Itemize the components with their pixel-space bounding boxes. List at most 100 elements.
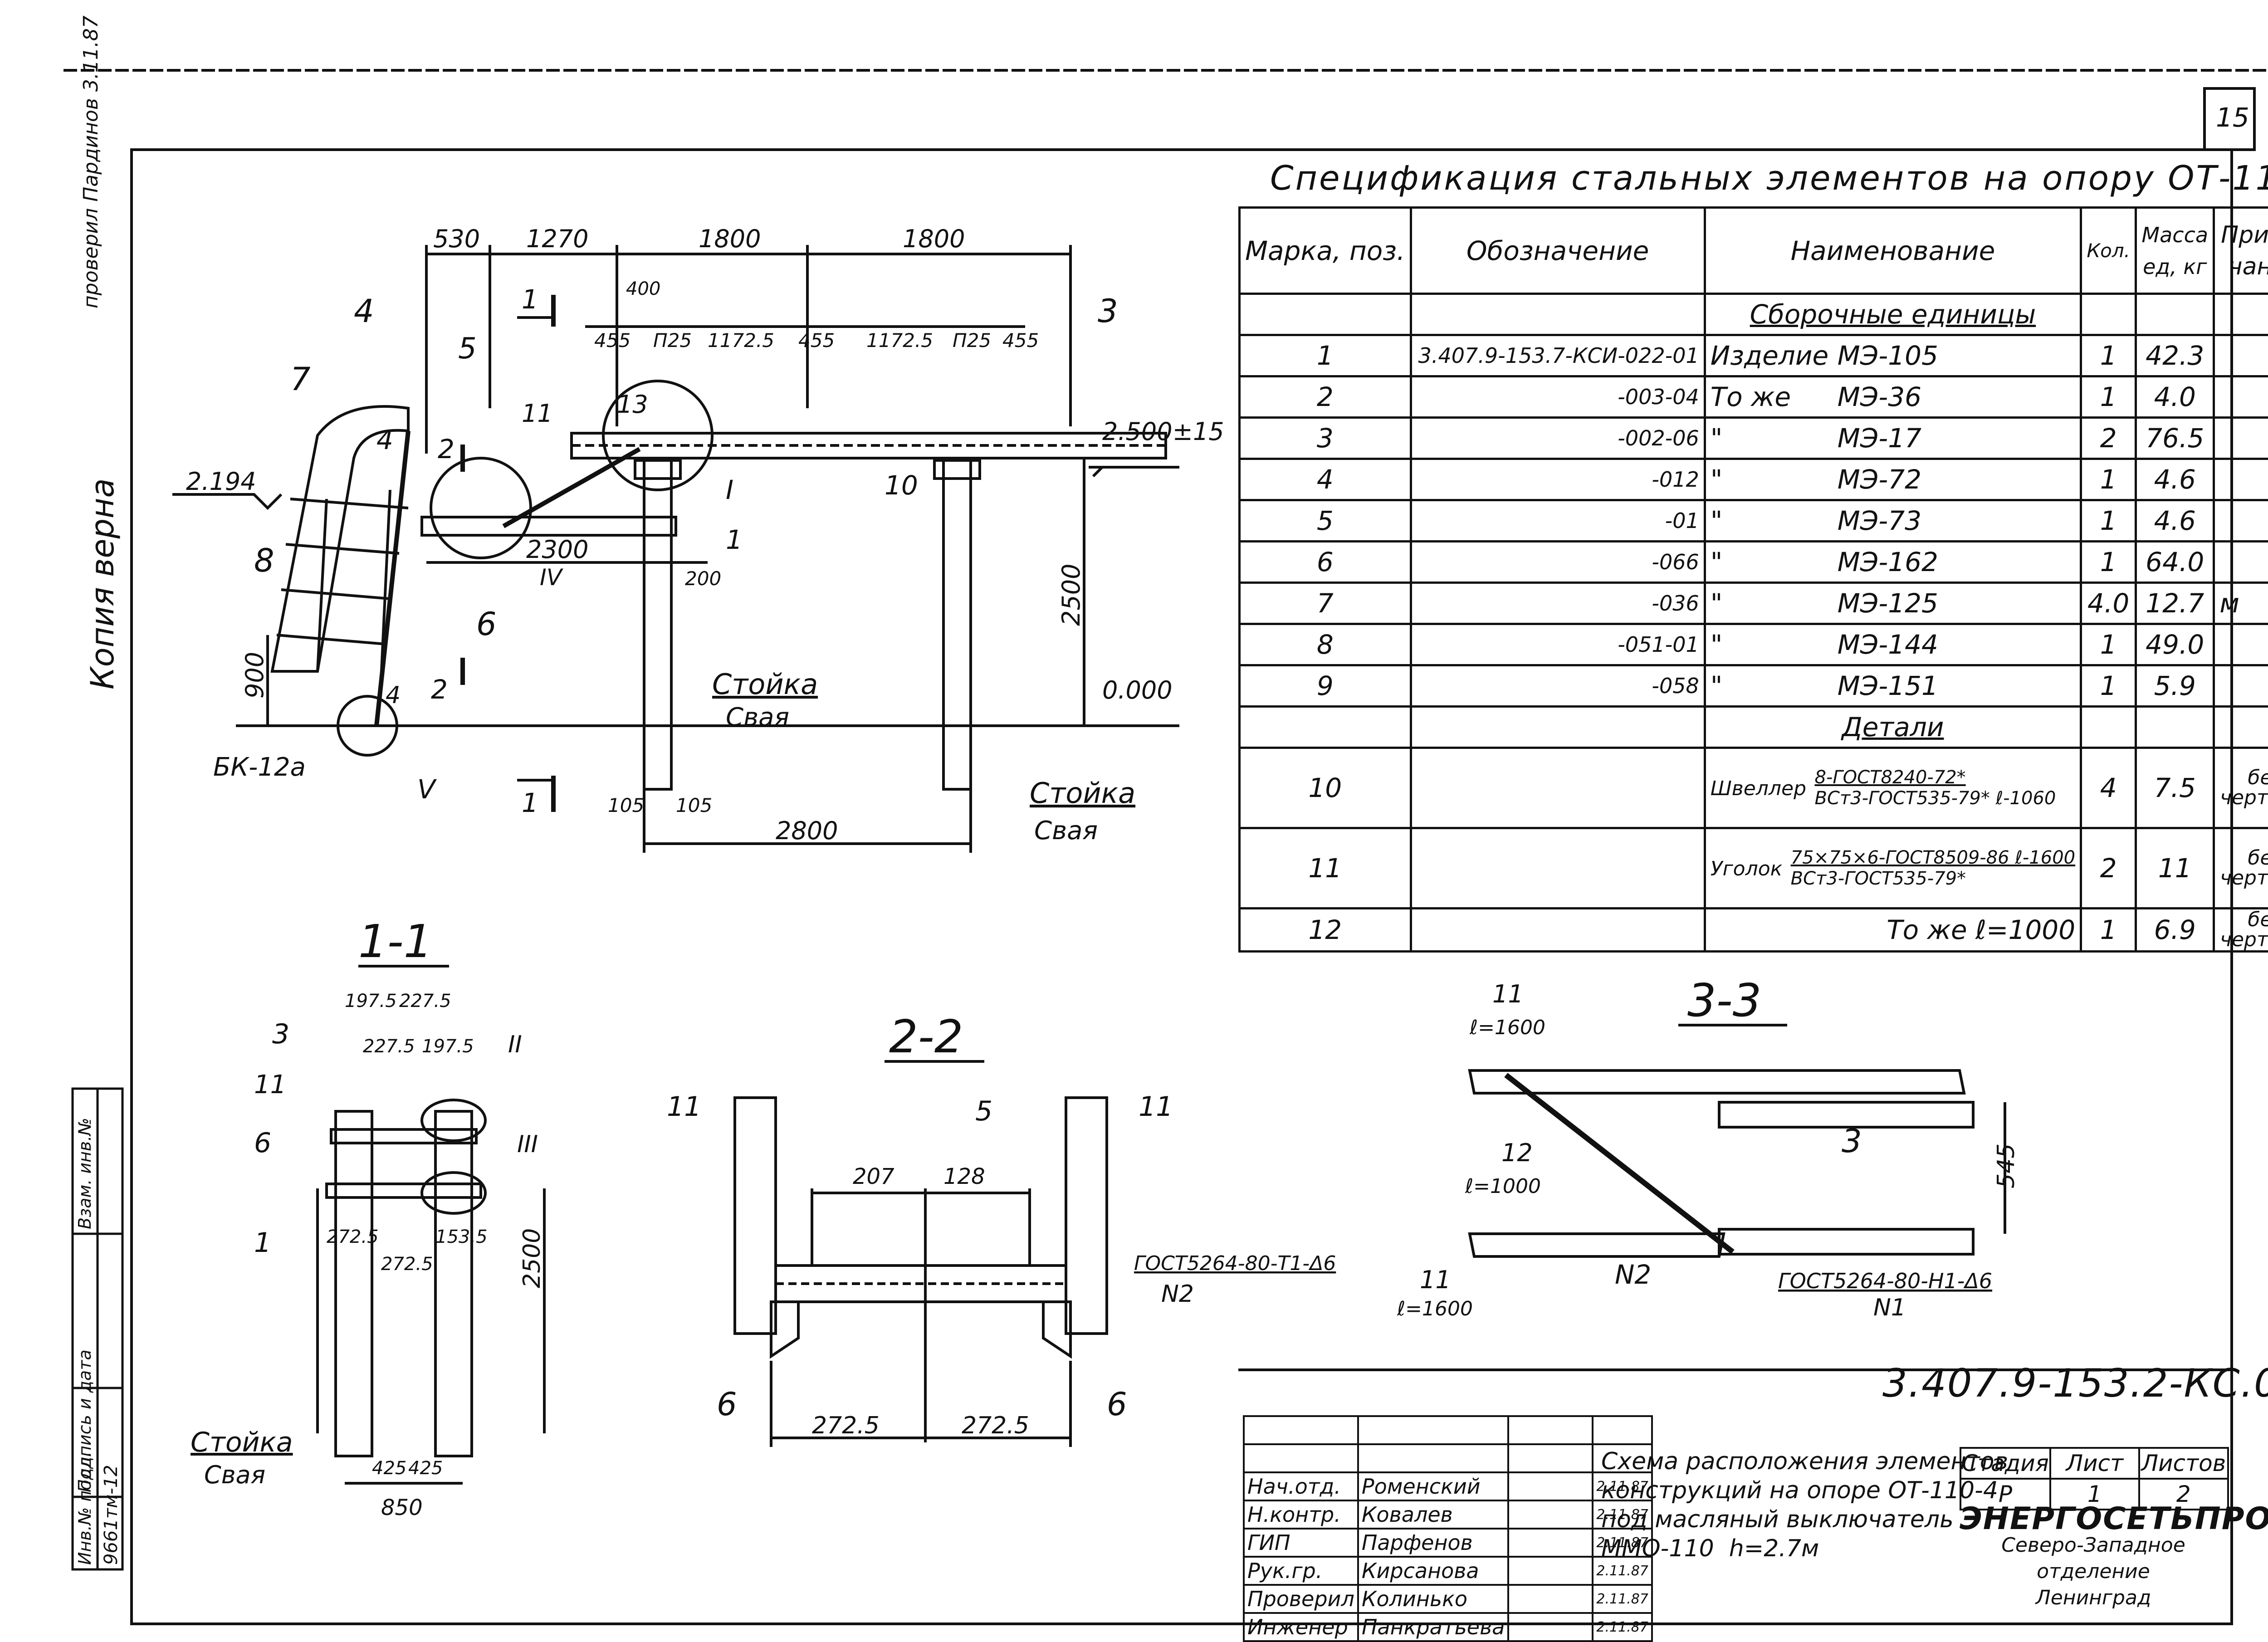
sheet-header: Лист (2050, 1448, 2139, 1479)
header-note: Приме-чание (2214, 208, 2268, 294)
inv-label: Подпись и дата (75, 1349, 95, 1492)
dim-2725: 272.5 (381, 1254, 433, 1275)
row-name: "МЭ-17 (1705, 418, 2081, 459)
row-qty: 1 (2081, 665, 2136, 707)
section-1-1-labels: 1-1 197.5 227.5 227.5 197.5 272.5 153.5 … (191, 915, 546, 1520)
callout-4: 4 (354, 293, 374, 330)
spec-row: 8 -051-01 "МЭ-144 1 49.0 (1240, 624, 2268, 665)
callout-2: 2 (438, 434, 455, 464)
row-name: Швеллер 8-ГОСТ8240-72*ВСт3-ГОСТ535-79* ℓ… (1705, 748, 2081, 828)
row-name-a: " (1711, 629, 1838, 660)
row-name-a: То же (1711, 381, 1838, 412)
dim-850: 850 (381, 1495, 423, 1520)
dim-1172: 1172.5 (866, 329, 933, 352)
level-2500: 2.500±15 (1102, 417, 1224, 446)
row-code: -002-06 (1411, 418, 1705, 459)
row-note: без чертежа (2214, 748, 2268, 828)
dim-1975: 197.5 (345, 991, 397, 1012)
callout-1: 1 (726, 524, 743, 555)
drawing-description: Схема расположения элементов конструкций… (1601, 1447, 2008, 1563)
handwritten-note: проверил Пардинов 3.11.87 (79, 15, 103, 308)
post-label: Стойка (191, 1427, 293, 1458)
section-details: Детали (1705, 707, 2081, 748)
row-code: 3.407.9-153.7-КСИ-022-01 (1411, 335, 1705, 376)
callout-2: 2 (431, 674, 448, 705)
callout-1: 1 (254, 1227, 271, 1259)
org-name: ЭНЕРГОСЕТЬПРОЕКТ (1960, 1506, 2227, 1532)
row-name-a: " (1711, 588, 1838, 619)
row-name-b: МЭ-162 (1838, 547, 1938, 577)
roman-i: I (726, 474, 733, 505)
dim-1535: 153.5 (435, 1227, 488, 1247)
spec-row: 7 -036 "МЭ-125 4.0 12.7 м (1240, 583, 2268, 624)
row-note (2214, 500, 2268, 542)
callout-5: 5 (458, 332, 477, 366)
row-mass: 49.0 (2136, 624, 2214, 665)
row-note: м (2214, 583, 2268, 624)
section-row: Сборочные единицы (1240, 294, 2268, 335)
row-mass: 4.6 (2136, 500, 2214, 542)
dim-400: 400 (626, 279, 660, 299)
callout-6: 6 (717, 1386, 737, 1423)
row-qty: 2 (2081, 418, 2136, 459)
signature (1508, 1557, 1593, 1585)
date: 2.11.87 (1593, 1585, 1652, 1613)
row-mass: 4.0 (2136, 376, 2214, 418)
document-code: 3.407.9-153.2-КС.04 (1882, 1361, 2268, 1406)
copy-note: Копия верна (84, 478, 121, 689)
dim-2275: 227.5 (363, 1036, 415, 1057)
person-name: Панкратьева (1358, 1613, 1509, 1641)
section-row: Детали (1240, 707, 2268, 748)
header-code: Обозначение (1411, 208, 1705, 294)
dim-1800: 1800 (903, 225, 965, 253)
callout-8: 8 (254, 542, 274, 579)
row-name-a: " (1711, 547, 1838, 577)
length-1600: ℓ=1600 (1397, 1297, 1473, 1320)
person-name: Ковалев (1358, 1500, 1509, 1529)
row-name-bottom: ВСт3-ГОСТ535-79* (1791, 868, 1966, 889)
spec-row: 5 -01 "МЭ-73 1 4.6 (1240, 500, 2268, 542)
spec-table: Марка, поз. Обозначение Наименование Кол… (1238, 206, 2268, 953)
row-note (2214, 335, 2268, 376)
signature (1508, 1500, 1593, 1529)
role: Инженер (1244, 1613, 1358, 1641)
row-name-top: 75×75×6-ГОСТ8509-86 ℓ-1600 (1791, 847, 2075, 868)
detail-row: 12 То же ℓ=1000 1 6.9 без чертежа (1240, 909, 2268, 952)
row-mark: 4 (1240, 459, 1411, 500)
date: 2.11.87 (1593, 1613, 1652, 1641)
row-name-a: " (1711, 670, 1838, 701)
section-2-2-drawing (735, 1061, 1107, 1447)
person-name: Роменский (1358, 1472, 1509, 1500)
row-mark: 3 (1240, 418, 1411, 459)
row-mass: 5.9 (2136, 665, 2214, 707)
callout-6: 6 (476, 606, 497, 643)
row-note (2214, 418, 2268, 459)
dim-p25: П25 (953, 329, 991, 352)
sheets-header: Листов (2139, 1448, 2228, 1479)
row-mark: 8 (1240, 624, 1411, 665)
callout-6: 6 (1107, 1386, 1127, 1423)
row-code: -051-01 (1411, 624, 1705, 665)
row-qty: 1 (2081, 624, 2136, 665)
roman-v: V (417, 774, 437, 805)
weld-number: N1 (1873, 1294, 1906, 1321)
dim-1172: 1172.5 (708, 329, 774, 352)
row-note (2214, 624, 2268, 665)
dim-p25: П25 (653, 329, 692, 352)
org-branch: Северо-Западное отделение (1960, 1532, 2227, 1585)
row-name: "МЭ-73 (1705, 500, 2081, 542)
row-name-a: " (1711, 423, 1838, 454)
roman-ii: II (508, 1031, 522, 1058)
row-note (2214, 376, 2268, 418)
role: Проверил (1244, 1585, 1358, 1613)
row-code: -036 (1411, 583, 1705, 624)
